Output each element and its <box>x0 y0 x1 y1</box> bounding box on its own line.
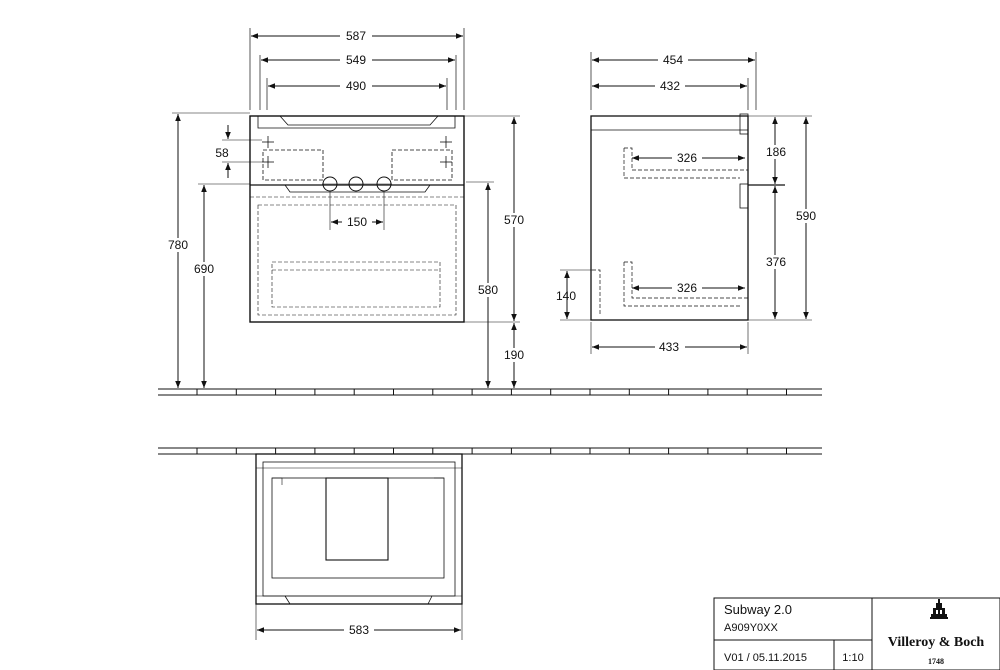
plan-dim-labels: 583 <box>344 623 374 637</box>
dim-580: 580 <box>478 283 498 297</box>
title-block-text: Subway 2.0 A909Y0XX V01 / 05.11.2015 1:1… <box>724 602 864 664</box>
dim-433: 433 <box>659 340 679 354</box>
article-number: A909Y0XX <box>724 622 778 634</box>
dim-140: 140 <box>556 289 576 303</box>
floor-line <box>158 388 822 455</box>
dim-454: 454 <box>663 53 683 67</box>
front-view <box>172 28 520 388</box>
dim-186: 186 <box>766 145 786 159</box>
dim-690: 690 <box>194 262 214 276</box>
side-dim-labels: 454 432 326 326 186 376 590 140 433 <box>556 53 821 354</box>
wall-hatch <box>196 389 787 454</box>
revision-date: V01 / 05.11.2015 <box>724 652 807 664</box>
dim-190: 190 <box>504 348 524 362</box>
dim-590: 590 <box>796 209 816 223</box>
dim-490: 490 <box>346 79 366 93</box>
dim-58: 58 <box>215 146 229 160</box>
dim-587: 587 <box>346 29 366 43</box>
dim-326-lower: 326 <box>677 281 697 295</box>
brand-name: Villeroy & Boch <box>888 635 985 650</box>
castle-icon <box>930 599 948 619</box>
plan-view <box>255 453 463 640</box>
brand-logo: Villeroy & Boch 1748 <box>888 599 985 666</box>
dim-583: 583 <box>349 623 369 637</box>
brand-year: 1748 <box>928 657 944 666</box>
product-name: Subway 2.0 <box>724 602 792 617</box>
dim-432: 432 <box>660 79 680 93</box>
dim-376: 376 <box>766 255 786 269</box>
dim-549: 549 <box>346 53 366 67</box>
dim-780: 780 <box>168 238 188 252</box>
dim-326-upper: 326 <box>677 151 697 165</box>
dim-570: 570 <box>504 213 524 227</box>
front-dim-labels: 587 549 490 150 58 780 690 570 580 190 <box>165 28 527 362</box>
scale: 1:10 <box>842 652 863 664</box>
dim-150: 150 <box>347 215 367 229</box>
title-block <box>713 597 1000 670</box>
side-view <box>560 52 812 354</box>
